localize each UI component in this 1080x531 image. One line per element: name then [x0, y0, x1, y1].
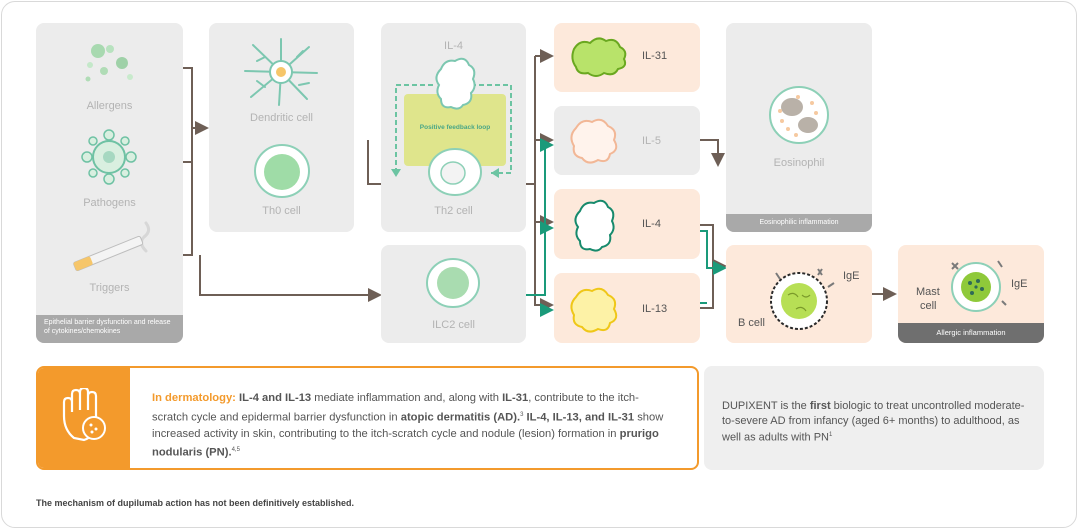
bcell-panel: B cell IgE	[726, 245, 872, 343]
info-t6: IL-4, IL-13, and IL-31	[523, 411, 635, 424]
il5-panel: IL-5	[554, 106, 700, 175]
ilc2-panel: ILC2 cell	[381, 245, 526, 343]
dup-p1: DUPIXENT is the	[722, 400, 810, 412]
ilc2-cell-icon	[426, 258, 480, 308]
dup-bold: first	[809, 400, 831, 412]
th2-label: Th2 cell	[434, 205, 473, 217]
info-t4: , contribute to the itch-scratch cycle a…	[152, 392, 639, 424]
eosinophilic-caption: Eosinophilic inflammation	[726, 214, 872, 232]
allergens-icon	[85, 44, 133, 82]
pathogens-icon	[81, 129, 137, 185]
il13-panel: IL-13	[554, 273, 700, 343]
il4-cytokine-icon	[435, 57, 476, 110]
dendritic-cell-icon	[244, 38, 318, 106]
info-t5: atopic dermatitis (AD).	[400, 411, 521, 424]
info-ref2: 4,5	[231, 447, 240, 454]
ilc2-label: ILC2 cell	[432, 319, 475, 331]
th0-label: Th0 cell	[262, 205, 301, 217]
cigarette-icon	[73, 221, 151, 272]
epithelial-caption: Epithelial barrier dysfunction and relea…	[36, 315, 183, 343]
mast-cell-icon	[951, 260, 1007, 312]
footnote: The mechanism of dupilumab action has no…	[36, 498, 355, 508]
allergens-label: Allergens	[86, 100, 133, 112]
eosinophil-icon	[769, 86, 829, 144]
dendritic-label: Dendritic cell	[250, 112, 313, 124]
feedback-loop-label: Positive feedback loop	[419, 124, 491, 131]
dermatology-text: In dermatology: IL-4 and IL-13 mediate i…	[152, 390, 672, 461]
info-t8: prurigo nodularis (PN).	[152, 427, 659, 459]
triggers-label: Triggers	[89, 282, 130, 294]
dupixent-box: DUPIXENT is the first biologic to treat …	[704, 366, 1044, 470]
info-t1: IL-4 and IL-13	[235, 392, 312, 404]
mast-label-1: Mast	[916, 286, 940, 298]
th2-cell-icon	[428, 148, 482, 196]
il5-label: IL-5	[642, 135, 661, 147]
feedback-loop-arrows	[391, 84, 512, 178]
il4-top-label: IL-4	[444, 40, 463, 52]
dendritic-panel: Dendritic cell Th0 cell	[209, 23, 354, 232]
info-icon-panel	[38, 368, 130, 468]
il4-panel: IL-4	[554, 189, 700, 259]
th0-cell-icon	[254, 144, 310, 198]
il13-label: IL-13	[642, 303, 668, 315]
il31-panel: IL-31	[554, 23, 700, 92]
info-ref1: 3	[520, 411, 524, 418]
info-t3: IL-31	[502, 392, 529, 404]
mast-label-2: cell	[920, 300, 937, 312]
dupixent-text: DUPIXENT is the first biologic to treat …	[722, 399, 1027, 445]
info-lead: In dermatology:	[152, 392, 236, 404]
il13-cytokine-icon	[570, 287, 618, 333]
eosinophil-panel: Eosinophil Eosinophilic inflammation	[726, 23, 872, 232]
bcell-label: B cell	[738, 317, 765, 329]
pathogens-label: Pathogens	[83, 197, 136, 209]
dermatology-info-box: In dermatology: IL-4 and IL-13 mediate i…	[36, 366, 699, 470]
il4-cytokine-icon-2	[574, 199, 615, 252]
mast-ige-label: IgE	[1011, 278, 1028, 290]
dup-ref: 1	[829, 432, 833, 438]
il4-label: IL-4	[642, 218, 661, 230]
triggers-panel: Allergens Pathogens Triggers Epithelial …	[36, 23, 183, 343]
il31-cytokine-icon	[571, 37, 627, 77]
th2-panel: IL-4 Positive feedback loop Th2 cell	[381, 23, 526, 232]
dup-p2: biologic to treat uncontrolled moderate-…	[722, 400, 1025, 444]
il31-label: IL-31	[642, 50, 668, 62]
il5-cytokine-icon	[570, 118, 618, 164]
allergic-caption: Allergic inflammation	[898, 323, 1044, 343]
info-t2: mediate inflammation and, along with	[311, 392, 503, 404]
bcell-ige-label: IgE	[843, 270, 860, 282]
hand-icon	[62, 388, 106, 442]
eosinophil-label: Eosinophil	[773, 157, 825, 169]
bcell-icon	[770, 268, 835, 330]
info-t7: show increased activity in skin, contrib…	[152, 411, 664, 440]
mast-panel: Mast cell IgE Allergic inflammation	[898, 245, 1044, 343]
